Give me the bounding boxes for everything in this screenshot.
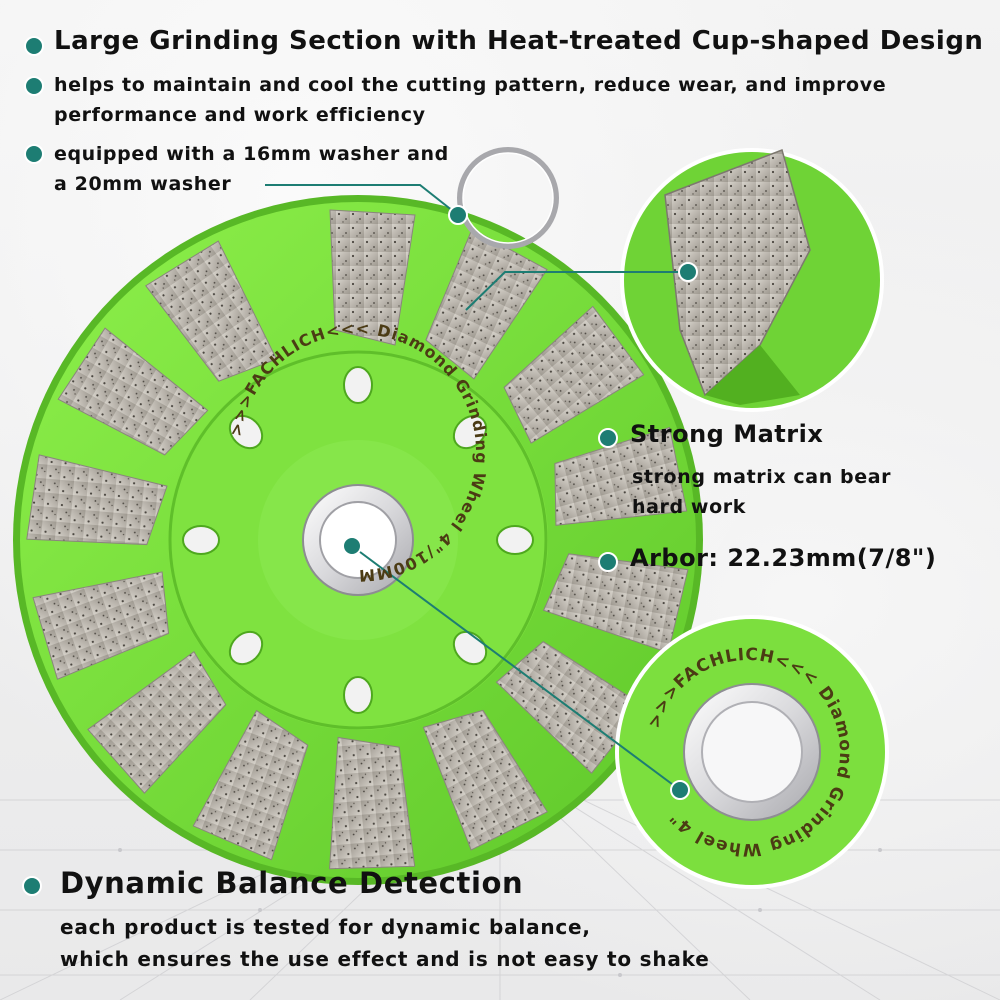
feature-desc-washer-line2: a 20mm washer: [54, 173, 232, 195]
feature-desc-strong-matrix-line2: hard work: [632, 496, 746, 518]
feature-desc-dynamic-balance-line1: each product is tested for dynamic balan…: [60, 915, 591, 939]
feature-desc-strong-matrix-line1: strong matrix can bear: [632, 466, 892, 488]
feature-title-dynamic-balance: Dynamic Balance Detection: [60, 866, 524, 900]
washer-callout-dot: [448, 205, 468, 225]
feature-bullet-icon: [598, 552, 618, 572]
washer-ring: [457, 147, 559, 249]
feature-title-arbor: Arbor: 22.23mm(7/8"): [630, 544, 937, 572]
feature-bullet-icon: [24, 144, 44, 164]
feature-bullet-icon: [24, 76, 44, 96]
zoom-arbor-detail: [615, 615, 889, 889]
feature-title-large-grinding: Large Grinding Section with Heat-treated…: [54, 26, 984, 56]
arbor-zoom-callout-dot: [670, 780, 690, 800]
feature-desc-washer-line1: equipped with a 16mm washer and: [54, 143, 449, 165]
feature-title-strong-matrix: Strong Matrix: [630, 420, 824, 448]
feature-bullet-icon: [598, 428, 618, 448]
callout-lines: [265, 184, 688, 791]
feature-bullet-icon: [24, 36, 44, 56]
zoom-segment-detail: [620, 148, 884, 412]
feature-desc-large-grinding-line2: performance and work efficiency: [54, 104, 426, 126]
feature-bullet-icon: [22, 876, 42, 896]
feature-desc-dynamic-balance-line2: which ensures the use effect and is not …: [60, 947, 710, 971]
arbor-callout-dot: [342, 536, 362, 556]
feature-desc-large-grinding-line1: helps to maintain and cool the cutting p…: [54, 74, 887, 96]
segment-callout-dot: [678, 262, 698, 282]
